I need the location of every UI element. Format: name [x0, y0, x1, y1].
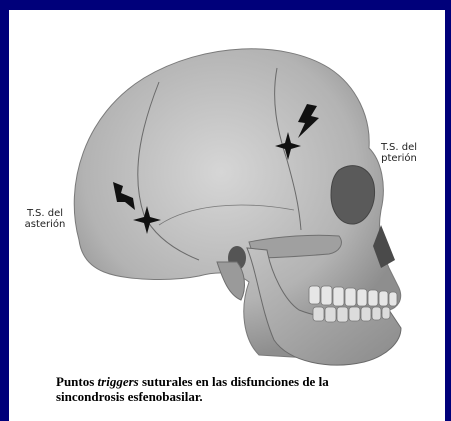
orbit-socket — [331, 166, 375, 224]
pterion-label-line1: T.S. del — [369, 142, 429, 153]
caption-part1: Puntos — [56, 374, 98, 389]
caption-line1: Puntos triggers suturales en las disfunc… — [56, 374, 436, 389]
asterion-label: T.S. del asterión — [15, 208, 75, 230]
asterion-label-line2: asterión — [15, 219, 75, 230]
figure-panel: T.S. del pterión T.S. del asterión Punto… — [9, 10, 445, 421]
mastoid-process — [217, 262, 244, 300]
caption-part2: suturales en las disfunciones de la — [139, 374, 329, 389]
pterion-label-line2: pterión — [369, 153, 429, 164]
caption-italic-term: triggers — [98, 374, 139, 389]
asterion-label-line1: T.S. del — [15, 208, 75, 219]
pterion-label: T.S. del pterión — [369, 142, 429, 164]
figure-caption: Puntos triggers suturales en las disfunc… — [56, 374, 436, 404]
caption-line2: sincondrosis esfenobasilar. — [56, 389, 436, 404]
